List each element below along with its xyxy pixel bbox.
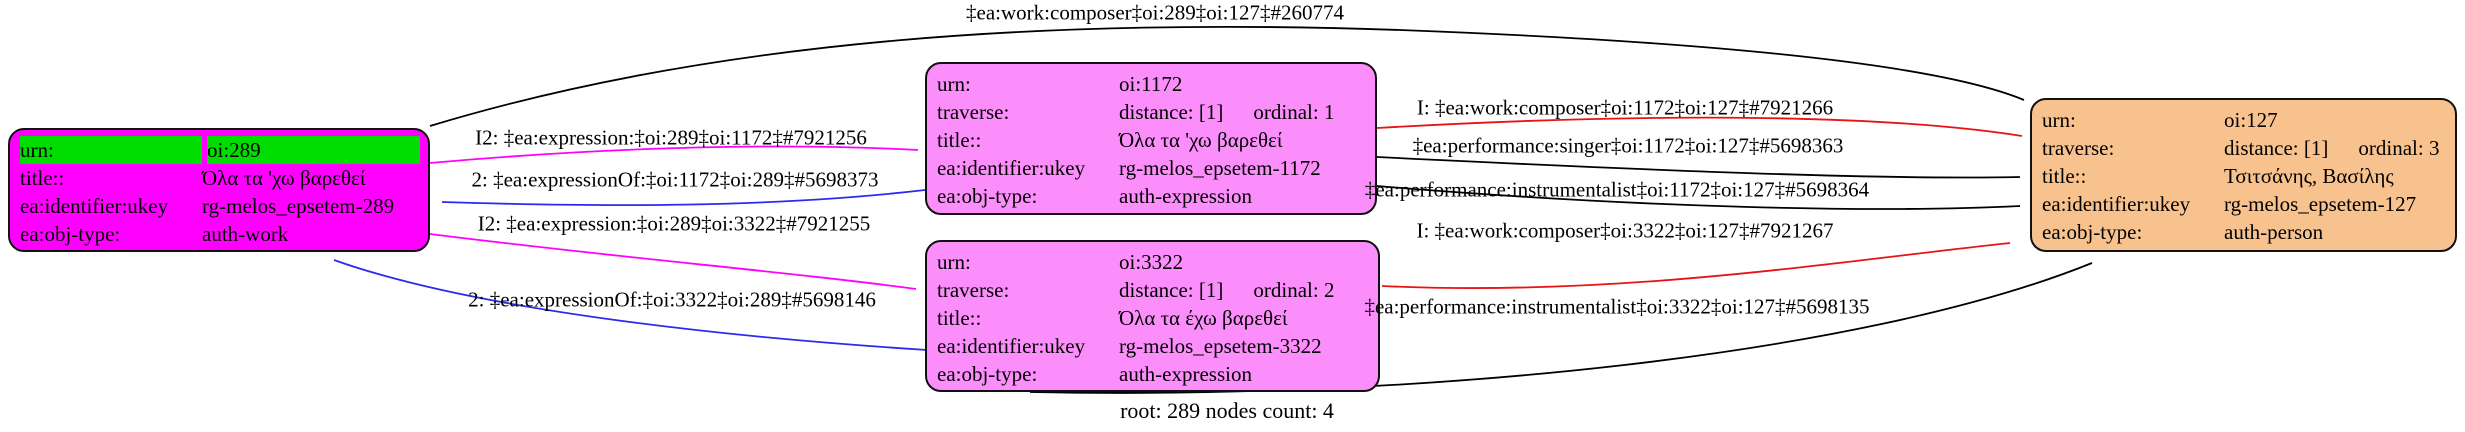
row-value: rg-melos_epsetem-3322 (1119, 334, 1322, 358)
edge-composer-289-127 (429, 25, 2025, 127)
edge-expression-289-3322 (429, 233, 917, 290)
node-row-objtype: ea:obj-type: auth-expression (937, 182, 1367, 210)
node-row-urn: urn: oi:1172 (937, 70, 1367, 98)
edge-label-expressionOf-1172-289: 2: ‡ea:expressionOf:‡oi:1172‡oi:289‡#569… (471, 167, 879, 192)
node-work-289[interactable]: urn: oi:289 title:: Όλα τα 'χω βαρεθεί e… (8, 128, 430, 252)
row-key: traverse: (2042, 136, 2115, 160)
node-row-traverse: traverse: distance: [1]ordinal: 1 (937, 98, 1367, 126)
edge-label-composer-1172-127: I: ‡ea:work:composer‡oi:1172‡oi:127‡#792… (1416, 95, 1834, 120)
root-count-caption: root: 289 nodes count: 4 (1120, 398, 1334, 423)
edge-label-instrumentalist-1172-127: ‡ea:performance:instrumentalist‡oi:1172‡… (1364, 177, 1870, 202)
row-key: traverse: (937, 100, 1010, 124)
row-key: title:: (20, 166, 65, 190)
row-key: title:: (937, 128, 982, 152)
node-row-ukey: ea:identifier:ukey rg-melos_epsetem-1172 (937, 154, 1367, 182)
row-value: distance: [1]ordinal: 1 (1119, 100, 1335, 124)
edge-instrumentalist-3322-127 (1029, 262, 2093, 394)
row-value: auth-expression (1119, 362, 1252, 386)
row-key: urn: (937, 72, 971, 96)
row-value: auth-person (2224, 220, 2324, 244)
node-row-objtype: ea:obj-type: auth-expression (937, 360, 1370, 388)
edge-label-expression-289-3322: I2: ‡ea:expression:‡oi:289‡oi:3322‡#7921… (477, 211, 871, 236)
row-value: Όλα τα 'χω βαρεθεί (202, 166, 366, 190)
node-expression-1172[interactable]: urn: oi:1172 traverse: distance: [1]ordi… (925, 62, 1377, 215)
edge-expressionOf-3322-289 (333, 259, 928, 351)
row-key: urn: (937, 250, 971, 274)
edge-instrumentalist-1172-127 (1376, 185, 2021, 210)
node-row-traverse: traverse: distance: [1]ordinal: 2 (937, 276, 1370, 304)
node-row-title: title:: Όλα τα 'χω βαρεθεί (937, 126, 1367, 154)
edge-expression-289-1172 (429, 145, 919, 164)
edge-label-composer-3322-127: I: ‡ea:work:composer‡oi:3322‡oi:127‡#792… (1416, 218, 1834, 243)
node-row-title: title:: Όλα τα έχω βαρεθεί (937, 304, 1370, 332)
row-key: urn: (20, 136, 202, 164)
row-value: rg-melos_epsetem-289 (202, 194, 395, 218)
edge-composer-1172-127 (1376, 116, 2023, 137)
row-value: oi:1172 (1119, 72, 1183, 96)
row-key: title:: (937, 306, 982, 330)
row-value: Όλα τα έχω βαρεθεί (1119, 306, 1288, 330)
row-value: distance: [1]ordinal: 2 (1119, 278, 1335, 302)
row-key: urn: (2042, 108, 2076, 132)
row-value: Όλα τα 'χω βαρεθεί (1119, 128, 1283, 152)
node-row-ukey: ea:identifier:ukey rg-melos_epsetem-127 (2042, 190, 2447, 218)
row-key: ea:identifier:ukey (20, 194, 169, 218)
ordinal-value: ordinal: 3 (2358, 136, 2440, 160)
row-key: ea:obj-type: (20, 222, 121, 246)
edge-label-composer-289-127: ‡ea:work:composer‡oi:289‡oi:127‡#260774 (966, 0, 1344, 25)
row-key: ea:identifier:ukey (2042, 192, 2191, 216)
node-row-ukey: ea:identifier:ukey rg-melos_epsetem-3322 (937, 332, 1370, 360)
row-value: auth-expression (1119, 184, 1252, 208)
row-key: ea:identifier:ukey (937, 156, 1086, 180)
row-key: ea:obj-type: (937, 184, 1038, 208)
node-row-ukey: ea:identifier:ukey rg-melos_epsetem-289 (20, 192, 420, 220)
node-expression-3322[interactable]: urn: oi:3322 traverse: distance: [1]ordi… (925, 240, 1380, 392)
node-row-traverse: traverse: distance: [1]ordinal: 3 (2042, 134, 2447, 162)
row-key: ea:obj-type: (937, 362, 1038, 386)
row-key: ea:identifier:ukey (937, 334, 1086, 358)
node-row-title: title:: Τσιτσάνης, Βασίλης (2042, 162, 2447, 190)
row-value: rg-melos_epsetem-127 (2224, 192, 2417, 216)
edge-composer-3322-127 (1381, 242, 2011, 289)
ordinal-value: ordinal: 1 (1253, 100, 1335, 124)
row-value: Τσιτσάνης, Βασίλης (2224, 164, 2394, 188)
row-key: title:: (2042, 164, 2087, 188)
node-row-objtype: ea:obj-type: auth-work (20, 220, 420, 248)
edge-label-singer-1172-127: ‡ea:performance:singer‡oi:1172‡oi:127‡#5… (1412, 133, 1844, 158)
row-value: auth-work (202, 222, 289, 246)
edge-expressionOf-1172-289 (441, 189, 926, 207)
node-row-title: title:: Όλα τα 'χω βαρεθεί (20, 164, 420, 192)
row-value: rg-melos_epsetem-1172 (1119, 156, 1321, 180)
row-value: distance: [1]ordinal: 3 (2224, 136, 2440, 160)
edge-singer-1172-127 (1376, 156, 2021, 179)
edge-label-instrumentalist-3322-127: ‡ea:performance:instrumentalist‡oi:3322‡… (1364, 294, 1870, 319)
row-key: traverse: (937, 278, 1010, 302)
edge-label-expression-289-1172: I2: ‡ea:expression:‡oi:289‡oi:1172‡#7921… (475, 125, 867, 150)
row-key: ea:obj-type: (2042, 220, 2143, 244)
ordinal-value: ordinal: 2 (1253, 278, 1335, 302)
row-value: oi:127 (2224, 108, 2278, 132)
node-row-urn: urn: oi:289 (20, 136, 420, 164)
row-value: oi:289 (207, 136, 420, 164)
node-row-urn: urn: oi:127 (2042, 106, 2447, 134)
row-value: oi:3322 (1119, 250, 1184, 274)
edge-label-expressionOf-3322-289: 2: ‡ea:expressionOf:‡oi:3322‡oi:289‡#569… (468, 287, 876, 312)
node-row-urn: urn: oi:3322 (937, 248, 1370, 276)
node-person-127[interactable]: urn: oi:127 traverse: distance: [1]ordin… (2030, 98, 2457, 252)
node-row-objtype: ea:obj-type: auth-person (2042, 218, 2447, 246)
